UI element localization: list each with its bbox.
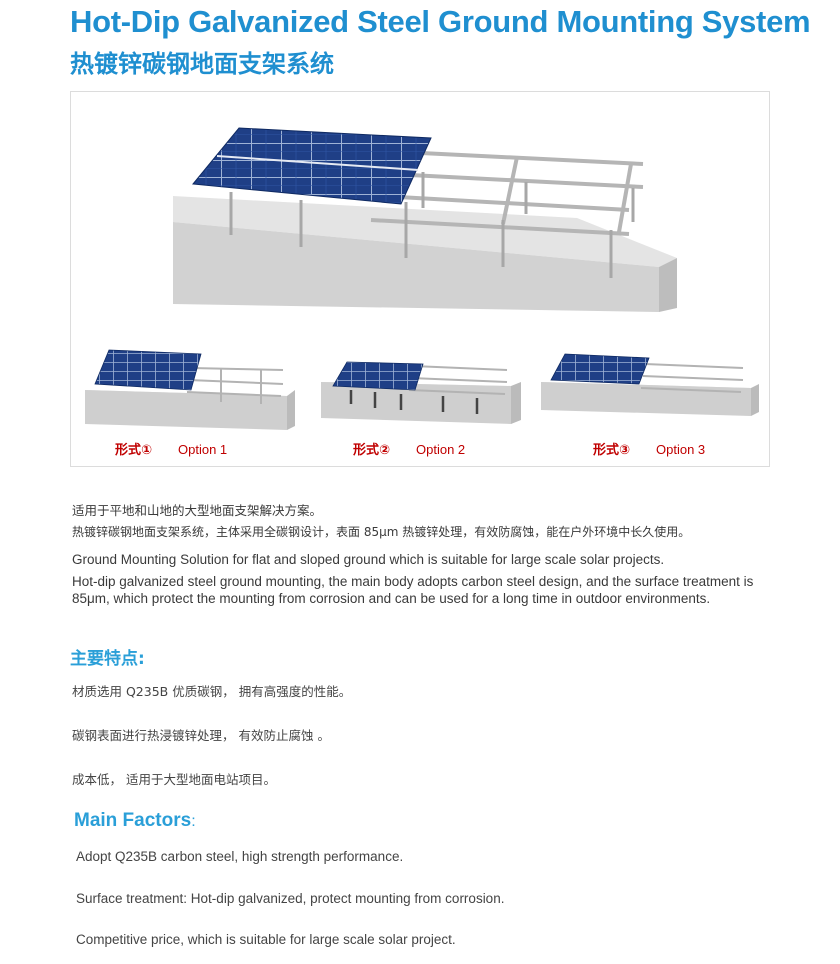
feature-zh-item: 成本低， 适用于大型地面电站项目。 <box>72 772 276 787</box>
option-2-label-en: Option 2 <box>416 442 466 457</box>
option-1-caption: 形式① Option 1 <box>115 439 227 458</box>
main-render <box>173 127 677 312</box>
page-title-chinese: 热镀锌碳钢地面支架系统 <box>70 50 334 78</box>
features-heading-en-text: Main Factors <box>74 810 192 831</box>
option-3-caption: 形式③ Option 3 <box>593 439 705 458</box>
description-zh-line2: 热镀锌碳钢地面支架系统，主体采用全碳钢设计，表面 85μm 热镀锌处理，有效防腐… <box>72 525 691 539</box>
option-2-caption: 形式② Option 2 <box>353 439 465 458</box>
features-heading-zh: 主要特点: <box>70 649 145 669</box>
description-en-line2: Hot-dip galvanized steel ground mounting… <box>72 574 754 606</box>
feature-en-item: Adopt Q235B carbon steel, high strength … <box>76 849 404 864</box>
description-en-line1: Ground Mounting Solution for flat and sl… <box>72 552 665 567</box>
option-3-label-en: Option 3 <box>656 442 706 457</box>
option-1-label-en: Option 1 <box>178 442 228 457</box>
feature-en-item: Competitive price, which is suitable for… <box>76 932 456 947</box>
option-2-label-zh: 形式② <box>353 443 391 458</box>
product-illustration: 形式① Option 1 形式② Option 2 形式③ Option 3 <box>70 91 770 467</box>
option-3-label-zh: 形式③ <box>593 443 631 458</box>
option-2-render <box>321 361 521 424</box>
features-heading-en: Main Factors: <box>74 810 196 832</box>
feature-zh-item: 碳钢表面进行热浸镀锌处理， 有效防止腐蚀 。 <box>72 728 330 743</box>
page-title: Hot-Dip Galvanized Steel Ground Mounting… <box>70 4 811 39</box>
option-3-render <box>541 353 759 416</box>
features-heading-en-suffix: : <box>191 813 196 830</box>
option-1-render <box>85 349 295 430</box>
mounting-system-drawing <box>85 127 759 430</box>
feature-en-item: Surface treatment: Hot-dip galvanized, p… <box>76 891 505 906</box>
description-zh-line1: 适用于平地和山地的大型地面支架解决方案。 <box>72 503 323 518</box>
feature-zh-item: 材质选用 Q235B 优质碳钢， 拥有高强度的性能。 <box>72 684 352 699</box>
option-1-label-zh: 形式① <box>115 443 153 458</box>
